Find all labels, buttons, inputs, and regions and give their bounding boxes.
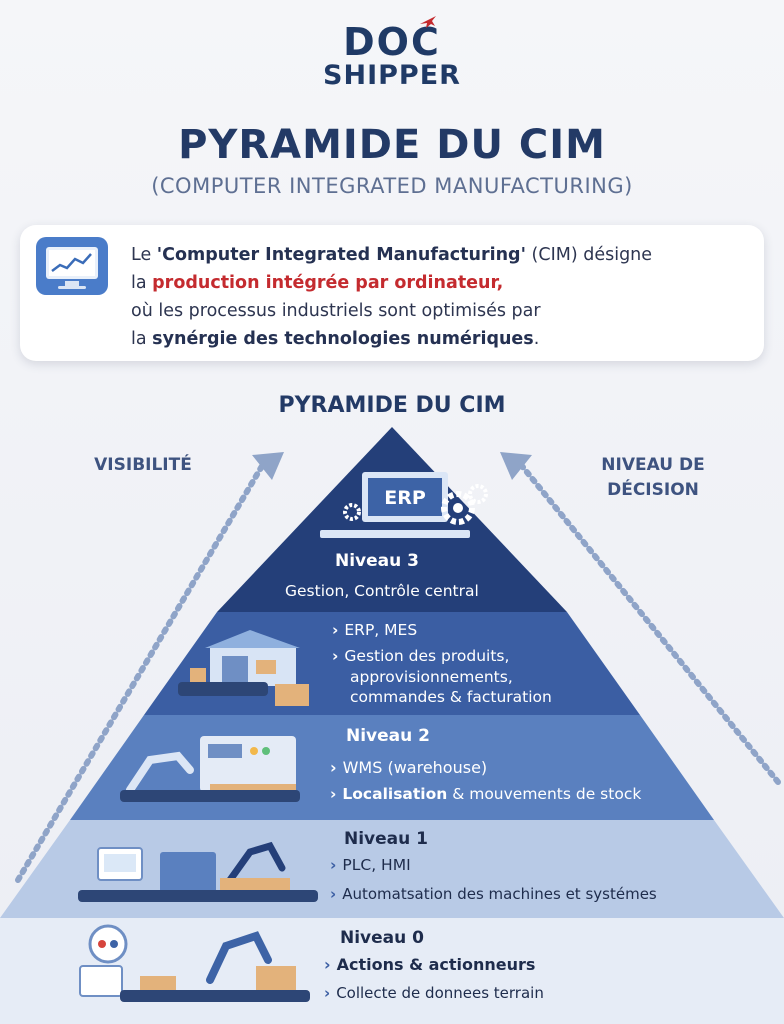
visibility-arrow <box>15 452 284 883</box>
level-3-desc: Gestion, Contrôle central <box>285 582 479 600</box>
highlight-synergie: synérgie des technologies numériques <box>152 329 534 349</box>
gestion-item-line-2: approvisionnements, <box>350 668 513 686</box>
logo-line-2: SHIPPER <box>323 60 461 91</box>
gestion-item-line-1: ›Gestion des produits, <box>332 647 510 665</box>
actions-item: ›Actions & actionneurs <box>324 955 536 974</box>
intro-text: Le 'Computer Integrated Manufacturing' (… <box>131 245 653 349</box>
erp-mes-item: ›ERP, MES <box>332 621 418 639</box>
machine-icon <box>78 841 318 902</box>
gestion-item-line-3: commandes & facturation <box>350 688 552 706</box>
logo-line-1: DOC <box>343 20 441 64</box>
highlight-production: production intégrée par ordinateur, <box>152 273 504 293</box>
decision-label: NIVEAU DE DÉCISION <box>601 455 705 500</box>
decision-arrow <box>500 452 781 785</box>
plc-hmi-item: ›PLC, HMI <box>330 856 411 874</box>
pyramid-title: PYRAMIDE DU CIM <box>278 393 506 418</box>
erp-badge: ERP <box>384 487 426 509</box>
level-3-title: Niveau 3 <box>335 551 419 571</box>
warehouse-icon <box>178 630 309 706</box>
page-title: PYRAMIDE DU CIM <box>178 122 606 168</box>
localisation-item: ›Localisation & mouvements de stock <box>330 785 642 803</box>
level-1-title: Niveau 1 <box>344 829 428 849</box>
actuator-icon <box>79 924 310 1002</box>
intro-card: Le 'Computer Integrated Manufacturing' (… <box>20 225 764 361</box>
automation-item: ›Automatsation des machines et systémes <box>330 885 657 903</box>
robot-arm-icon <box>120 736 300 802</box>
docshipper-logo: DOC SHIPPER <box>0 22 784 90</box>
visibility-label: VISIBILITÉ <box>94 455 192 475</box>
erp-computer-icon <box>320 472 470 538</box>
cim-term: 'Computer Integrated Manufacturing' <box>156 245 526 265</box>
data-collection-item: ›Collecte de donnees terrain <box>324 984 544 1002</box>
level-2-title: Niveau 2 <box>346 726 430 746</box>
computer-chart-icon <box>36 237 108 295</box>
gear-icon <box>343 484 488 525</box>
wms-item: ›WMS (warehouse) <box>330 758 488 777</box>
page-subtitle: (COMPUTER INTEGRATED MANUFACTURING) <box>151 174 633 198</box>
level-0-title: Niveau 0 <box>340 928 424 948</box>
plane-icon <box>420 16 436 28</box>
